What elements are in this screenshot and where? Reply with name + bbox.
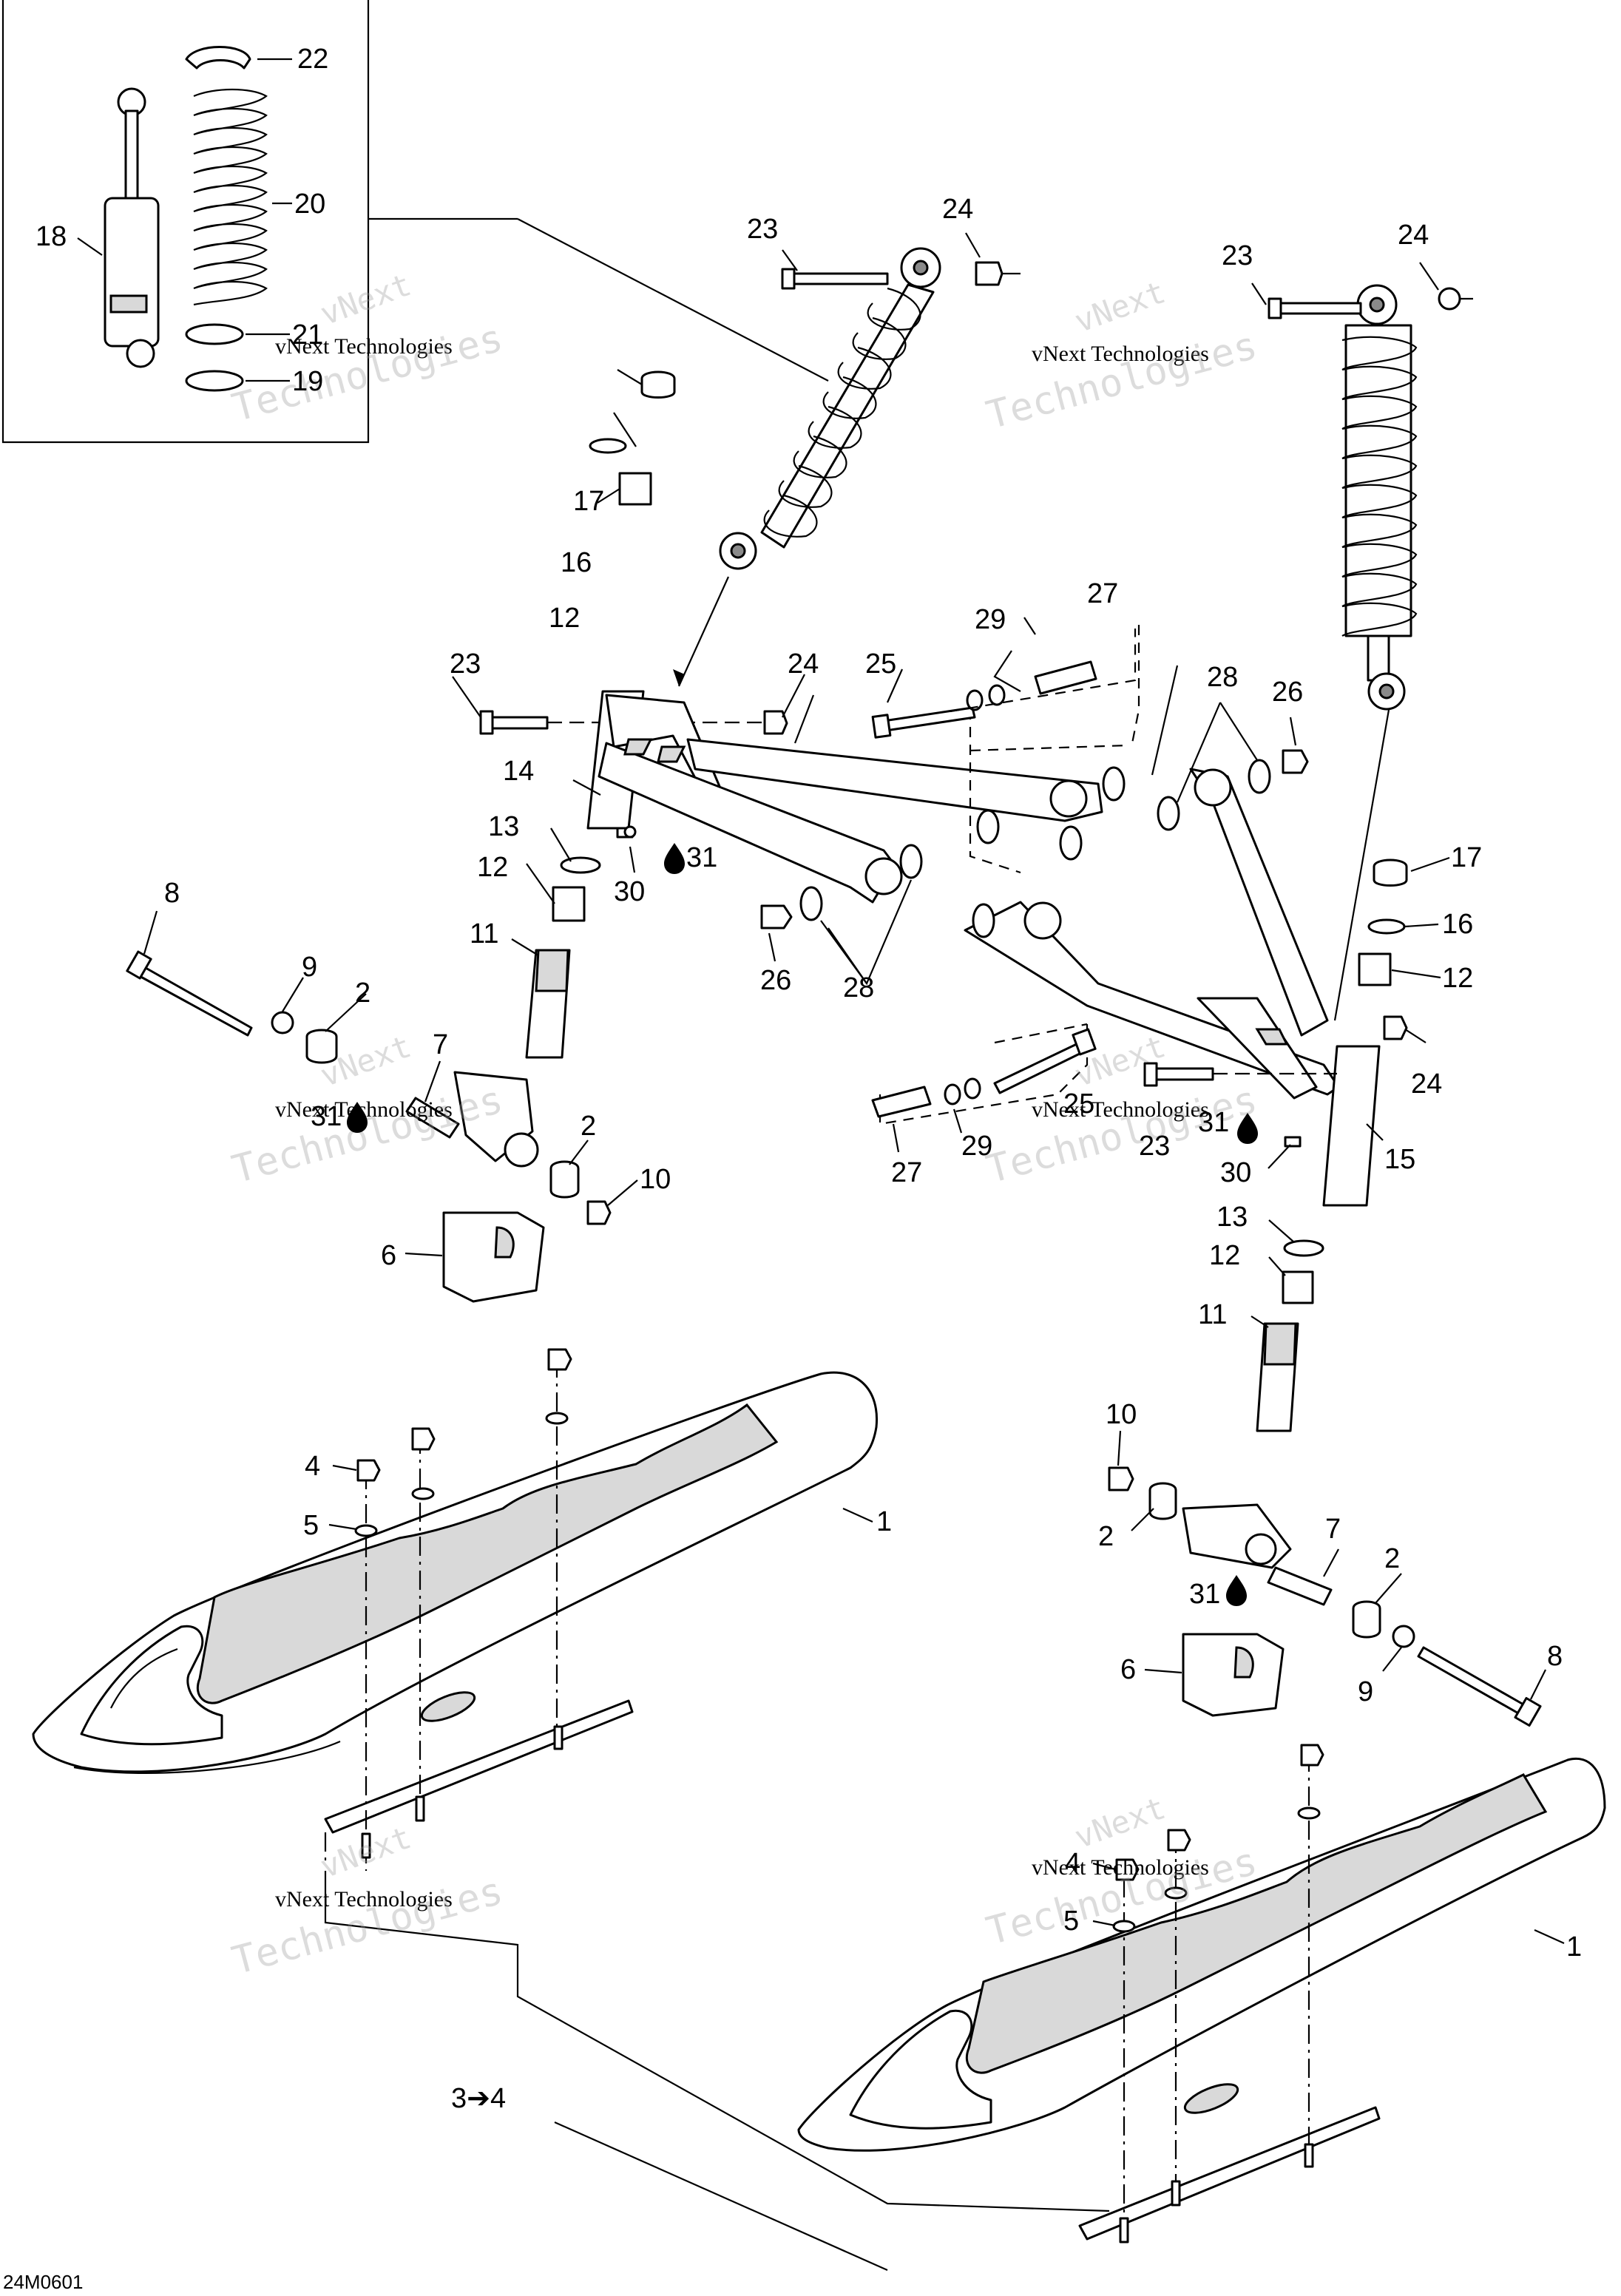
callout-label: 18 [35,221,67,252]
drawing-code: 24M0601 [3,2271,83,2293]
grease-drop-icon [347,1102,368,1133]
callout-label: 21 [292,319,323,351]
shock-detail-inset [1,0,829,444]
callout-label: 31 [1198,1107,1229,1138]
callout-label: 27 [891,1157,922,1188]
callout-label: 17 [1451,842,1482,873]
callout-label: 24 [942,194,973,225]
callout-label: 10 [640,1164,671,1195]
callout-label: 22 [297,44,328,75]
callout-label: 16 [561,547,592,578]
callout-label: 31 [311,1101,342,1132]
callout-label: 2 [581,1111,596,1142]
callout-label: 14 [503,756,534,787]
callout-label: 31 [1189,1579,1220,1610]
right-shock-assembly [1251,262,1473,1021]
callout-label: 16 [1442,909,1473,940]
callout-label: 6 [1120,1654,1136,1685]
shock-absorber-body [104,87,160,368]
lower-shaft-set [871,1028,1097,1153]
callout-label: 9 [1358,1676,1373,1707]
upper-shaft-set [871,629,1137,739]
callout-label: 26 [760,965,791,996]
left-ski [32,1348,1110,2212]
callout-label: 12 [1442,963,1473,994]
callout-label: 12 [1209,1240,1240,1271]
callout-label: 11 [470,918,498,949]
callout-label: 17 [573,486,604,517]
callout-label: 23 [1222,240,1253,271]
callout-label: 29 [975,604,1006,635]
watermark-text: Technologies [228,1869,507,1983]
callout-label: 7 [1325,1514,1341,1545]
watermark-text: vNext [316,266,416,332]
callout-label: 25 [865,648,896,680]
callout-label: 2 [1384,1543,1400,1574]
callout-label: 2 [355,978,370,1009]
callout-label: 12 [549,603,580,634]
callout-label: 13 [488,811,519,842]
watermark-text: vNext Technologies [1032,1097,1209,1122]
watermark-text: vNext Technologies [275,334,453,359]
callout-label: 4 [1065,1848,1080,1879]
callout-label: 23 [747,214,778,245]
spring-retainer [185,46,251,70]
callout-label: 5 [303,1510,319,1541]
callout-label: 1 [1566,1931,1582,1963]
grease-drop-icon [664,843,685,874]
callout-label: 10 [1106,1399,1137,1430]
callout-label: 24 [788,648,819,680]
coil-spring-inset [193,88,268,306]
callout-labels: 22 20 18 21 19 23 24 23 24 17 16 12 23 2… [3,44,1582,2293]
callout-label: 30 [614,876,645,907]
callout-label: 8 [164,878,180,909]
callout-label: 15 [1384,1144,1415,1175]
watermark-text: vNext Technologies [275,1887,453,1911]
callout-label: 20 [294,189,325,220]
right-upper-components [879,665,1546,1727]
callout-label: 28 [843,972,874,1003]
watermark-text: Technologies [982,323,1262,438]
watermark-text: vNext Technologies [1032,1855,1209,1880]
callout-label: 30 [1220,1157,1251,1188]
callout-label: 27 [1087,578,1118,609]
watermark-text: vNext [1070,274,1171,339]
callout-label: 26 [1272,677,1303,708]
spring-washer-19 [185,370,244,392]
watermark-group: vNext Technologies vNext Technologies vN… [228,266,1262,1983]
callout-label: 1 [876,1506,892,1537]
left-upper-components [126,369,1140,1303]
callout-label: 28 [1207,662,1238,693]
watermark-text: vNext [1070,1789,1171,1855]
callout-label: 8 [1547,1641,1563,1672]
callout-label: 2 [1098,1521,1114,1552]
callout-label: 6 [381,1240,396,1271]
callout-label: 4 [305,1451,320,1482]
callout-label: 13 [1216,1202,1248,1233]
callout-label: 9 [302,952,317,983]
callout-label: 5 [1063,1906,1079,1937]
callout-label: 11 [1198,1299,1227,1330]
callout-label: 31 [686,842,717,873]
callout-label: 23 [450,648,481,680]
grease-drop-icon [1226,1575,1247,1606]
grease-drop-icons [347,843,1258,1606]
callout-label: 3➔4 [451,2083,506,2114]
callout-label: 25 [1063,1088,1094,1120]
spring-washer-21 [185,323,244,345]
callout-label: 24 [1411,1069,1442,1100]
watermark-text: vNext Technologies [1032,342,1209,366]
callout-label: 7 [433,1029,448,1060]
callout-label: 23 [1139,1131,1170,1162]
callout-label: 19 [292,366,323,397]
callout-label: 29 [961,1131,992,1162]
callout-label: 24 [1398,220,1429,251]
callout-label: 12 [477,852,508,883]
left-shock-assembly [719,232,1021,570]
right-ski [554,1744,1606,2272]
grease-drop-icon [1237,1113,1258,1144]
